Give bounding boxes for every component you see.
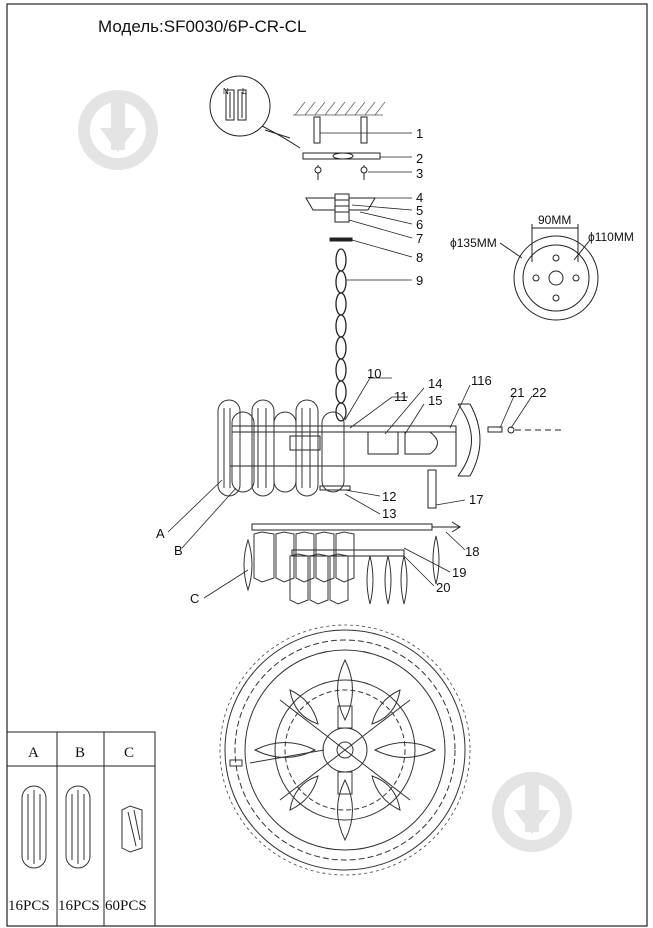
callout-labels: 1 2 3 4 5 6 7 8 9 10 11 14 15 116 21 22 … xyxy=(156,126,546,606)
chandelier-top-view xyxy=(224,629,466,871)
callout-8: 8 xyxy=(416,250,423,265)
callout-1: 1 xyxy=(416,126,423,141)
callout-17: 17 xyxy=(469,492,483,507)
parts-header-b: B xyxy=(75,745,85,761)
callout-5: 5 xyxy=(416,203,423,218)
parts-count-c: 60PCS xyxy=(105,898,147,914)
parts-table xyxy=(6,731,156,927)
callout-15: 15 xyxy=(428,393,442,408)
crystal-b-icon xyxy=(65,785,91,869)
callout-2: 2 xyxy=(416,151,423,166)
parts-header-c: C xyxy=(124,745,134,761)
callout-3: 3 xyxy=(416,166,423,181)
callout-22: 22 xyxy=(532,385,546,400)
parts-count-a: 16PCS xyxy=(8,898,50,914)
lower-crystals xyxy=(243,531,440,605)
crystal-a-icon xyxy=(21,785,47,869)
wiring-detail xyxy=(209,75,301,149)
canopy-top-view xyxy=(499,224,599,321)
ceiling-hatch xyxy=(293,101,386,116)
callout-6: 6 xyxy=(416,217,423,232)
dim-inner: ϕ110MM xyxy=(588,230,634,244)
callout-4: 4 xyxy=(416,190,423,205)
crystal-c-icon xyxy=(121,805,143,853)
callout-14: 14 xyxy=(428,376,442,391)
chandelier-outer-beads xyxy=(219,624,471,876)
callout-19: 19 xyxy=(452,565,466,580)
callout-21: 21 xyxy=(510,385,524,400)
chain xyxy=(335,248,347,422)
mount-hardware xyxy=(302,116,381,242)
dim-outer: ϕ135MM xyxy=(450,236,497,250)
wire-label-l: L xyxy=(242,87,247,96)
callout-a: A xyxy=(156,526,165,541)
wire-label-n: N xyxy=(223,87,229,96)
leader-lines xyxy=(167,132,533,599)
page-border xyxy=(6,3,648,927)
parts-count-b: 16PCS xyxy=(58,898,100,914)
callout-c: C xyxy=(190,591,199,606)
dim-width: 90MM xyxy=(538,213,571,227)
callout-116: 116 xyxy=(471,373,492,388)
upper-crystals xyxy=(217,399,345,497)
watermark-logo-top xyxy=(78,90,158,170)
parts-header-a: A xyxy=(28,745,39,761)
callout-7: 7 xyxy=(416,231,423,246)
callout-11: 11 xyxy=(394,389,408,404)
callout-10: 10 xyxy=(367,366,381,381)
callout-18: 18 xyxy=(465,544,479,559)
callout-12: 12 xyxy=(382,489,396,504)
callout-9: 9 xyxy=(416,273,423,288)
callout-b: B xyxy=(174,543,183,558)
callout-20: 20 xyxy=(436,580,450,595)
model-title: Модель:SF0030/6P-CR-CL xyxy=(98,17,306,36)
callout-13: 13 xyxy=(382,506,396,521)
watermark-logo-bottom xyxy=(492,772,572,852)
